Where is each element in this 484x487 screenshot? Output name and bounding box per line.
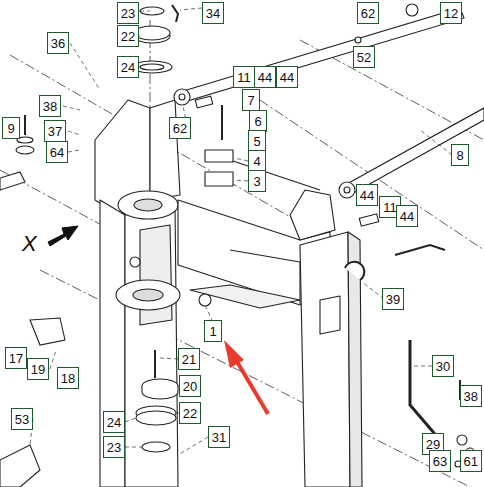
callout-number: 3 [253,174,260,189]
callout-box: 64 [46,141,68,163]
callout-number: 44 [258,70,272,85]
view-marker: X [22,232,37,256]
callout-box: 1 [204,320,222,342]
callout-number: 19 [31,362,45,377]
callout-box: 19 [27,358,49,380]
callout-number: 24 [121,60,135,75]
callout-number: 38 [464,389,478,404]
callout-box: 39 [382,288,404,310]
callout-number: 21 [182,352,196,367]
direction-arrow [48,226,78,246]
callout-number: 7 [247,93,254,108]
frame-drawing [95,100,362,487]
callout-box: 62 [357,2,379,24]
callout-number: 64 [50,145,64,160]
callout-box: 44 [396,205,418,227]
callout-number: 5 [253,134,260,149]
callout-box: 11 [233,66,255,88]
callout-box: 4 [248,150,266,172]
callout-number: 44 [280,70,294,85]
pointer-arrowhead [224,340,244,368]
leader-line [30,8,462,455]
callout-box: 31 [208,426,230,448]
callout-number: 4 [253,154,260,169]
callout-box: 7 [242,89,260,111]
callout-box: 23 [103,436,125,458]
callout-box: 44 [356,184,378,206]
callout-number: 63 [433,454,447,469]
callout-number: 53 [15,412,29,427]
callout-number: 37 [48,124,62,139]
callout-number: 34 [206,6,220,21]
callout-box: 61 [460,450,482,472]
callout-number: 23 [121,6,135,21]
callout-number: 22 [121,29,135,44]
axis-line [0,20,484,487]
callout-box: 3 [248,170,266,192]
callout-number: 12 [444,6,458,21]
callout-box: 37 [44,120,66,142]
callout-box: 34 [202,2,224,24]
callout-box: 12 [440,2,462,24]
callout-box: 36 [47,32,69,54]
callout-number: 22 [183,406,197,421]
callout-box: 5 [248,130,266,152]
callout-box: 30 [432,355,454,377]
callout-number: 11 [383,200,397,215]
callout-number: 44 [400,209,414,224]
callout-box: 63 [429,450,451,472]
bearing-parts [0,5,474,487]
pointer-arrow [236,360,268,414]
callout-number: 23 [107,440,121,455]
callout-box: 38 [460,385,482,407]
callout-box: 52 [353,46,375,68]
callout-number: 17 [9,351,23,366]
callout-box: 24 [117,56,139,78]
callout-box: 9 [2,117,20,139]
callout-box: 18 [57,367,79,389]
callout-number: 62 [361,6,375,21]
callout-box: 53 [11,408,33,430]
callout-box: 8 [451,144,469,166]
callout-number: 1 [209,324,216,339]
callout-number: 44 [360,188,374,203]
callout-box: 22 [179,402,201,424]
callout-number: 31 [212,430,226,445]
callout-number: 24 [107,415,121,430]
callout-box: 38 [39,95,61,117]
callout-number: 62 [173,121,187,136]
callout-number: 8 [456,148,463,163]
callout-box: 44 [276,66,298,88]
callout-number: 30 [436,359,450,374]
callout-box: 20 [179,375,201,397]
callout-number: 20 [183,379,197,394]
callout-box: 23 [117,2,139,24]
callout-number: 6 [254,114,261,129]
callout-box: 62 [169,117,191,139]
callout-box: 44 [254,66,276,88]
callout-number: 18 [61,371,75,386]
callout-number: 38 [43,99,57,114]
cylinder-drawing [174,4,484,226]
callout-number: 9 [7,121,14,136]
callout-number: 39 [386,292,400,307]
callout-number: 52 [357,50,371,65]
callout-box: 6 [249,110,267,132]
callout-number: 11 [237,70,251,85]
callout-box: 21 [178,348,200,370]
callout-number: 36 [51,36,65,51]
callout-number: 61 [464,454,478,469]
callout-box: 22 [117,25,139,47]
callout-box: 24 [103,411,125,433]
callout-box: 17 [5,347,27,369]
